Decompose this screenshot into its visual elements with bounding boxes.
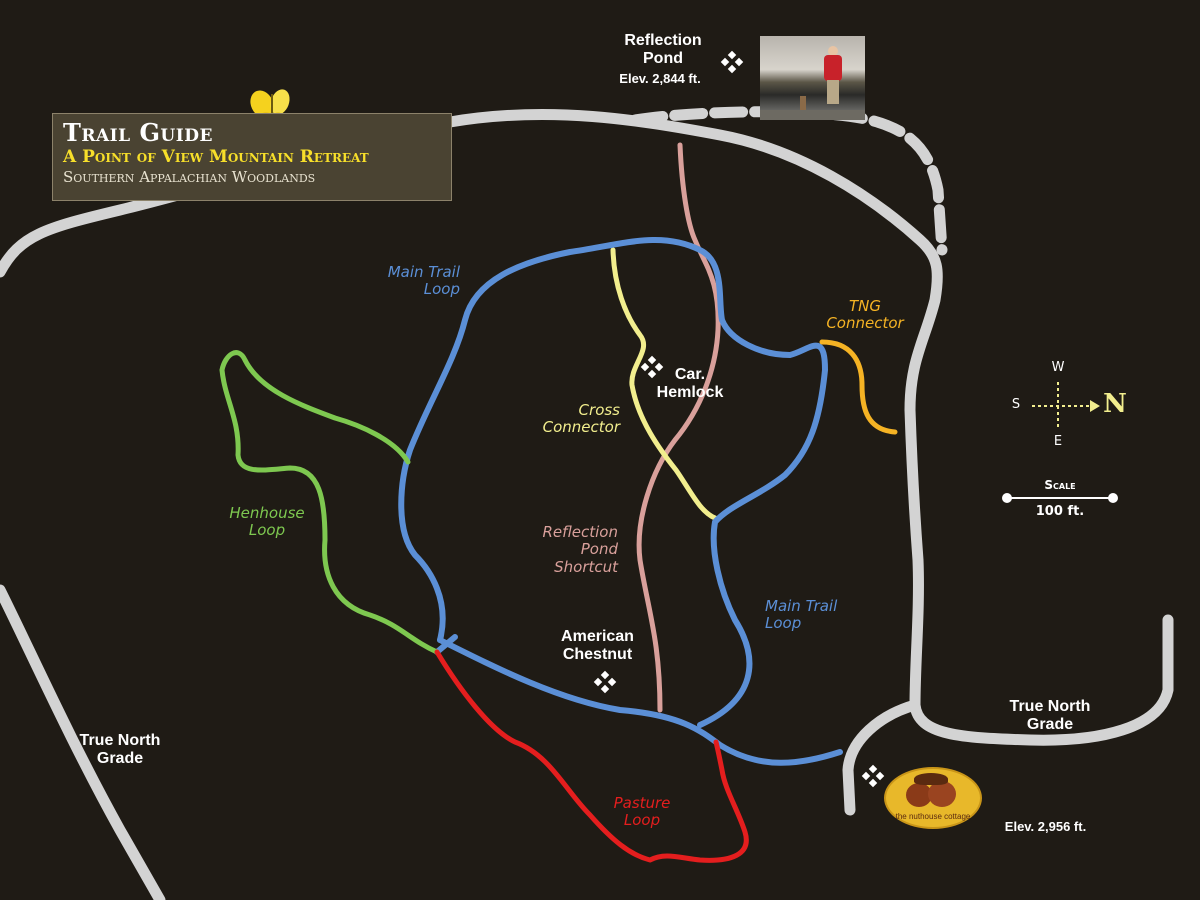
compass-w: W bbox=[1051, 360, 1065, 375]
true-north-grade-left-label: True North Grade bbox=[79, 732, 161, 768]
reflection-pond-label: Reflection Pond bbox=[624, 32, 702, 68]
title-subheading: A Point of View Mountain Retreat bbox=[63, 147, 369, 168]
nuthouse-cottage-logo: the nuthouse cottage bbox=[884, 767, 982, 829]
tng-connector-label: TNG Connector bbox=[826, 297, 904, 333]
marker-icons bbox=[593, 50, 885, 788]
cottage-elevation: Elev. 2,956 ft. bbox=[1004, 819, 1087, 834]
compass-rose-icon bbox=[1032, 382, 1100, 430]
scale-bar bbox=[1002, 493, 1118, 503]
henhouse-loop-label: Henhouse Loop bbox=[229, 504, 305, 540]
title-region: Southern Appalachian Woodlands bbox=[63, 168, 316, 187]
compass-s: S bbox=[1011, 397, 1021, 412]
scale-label: Scale bbox=[1044, 478, 1076, 492]
reflection-pond-shortcut-trail bbox=[636, 142, 721, 713]
car-hemlock-label: Car. Hemlock bbox=[656, 366, 724, 402]
main-trail-loop-south bbox=[437, 637, 843, 766]
cross-connector-label: Cross Connector bbox=[542, 401, 620, 437]
roads bbox=[0, 106, 1174, 900]
pasture-loop-label: Pasture Loop bbox=[613, 794, 671, 830]
main-trail-loop-path bbox=[398, 237, 828, 728]
cottage-marker-icon bbox=[861, 764, 885, 788]
cottage-logo-text: the nuthouse cottage bbox=[895, 812, 971, 821]
american-chestnut-label: American Chestnut bbox=[561, 628, 634, 664]
main-trail-loop bbox=[398, 237, 843, 766]
main-trail-loop-label-south: Main Trail Loop bbox=[765, 597, 838, 633]
compass-n: N bbox=[1103, 389, 1127, 419]
true-north-grade-right-label: True North Grade bbox=[1009, 698, 1091, 734]
title-heading: Trail Guide bbox=[63, 118, 213, 147]
cross-connector-trail bbox=[610, 247, 718, 521]
reflection-pond-marker-icon bbox=[720, 50, 744, 74]
reflection-pond-shortcut-label: Reflection Pond Shortcut bbox=[542, 523, 618, 576]
reflection-pond-elevation: Elev. 2,844 ft. bbox=[619, 71, 701, 86]
american-chestnut-marker-icon bbox=[593, 670, 617, 694]
pasture-loop-trail bbox=[434, 649, 749, 863]
title-box: Trail Guide A Point of View Mountain Ret… bbox=[52, 113, 452, 201]
reflection-pond-photo bbox=[760, 36, 865, 120]
cottage-driveway bbox=[842, 699, 921, 816]
scale-distance: 100 ft. bbox=[1035, 504, 1085, 519]
main-trail-loop-label-north: Main Trail Loop bbox=[387, 263, 460, 299]
tng-connector-trail bbox=[819, 339, 898, 435]
main-trail-spur bbox=[434, 634, 458, 655]
true-north-grade-road-left bbox=[0, 584, 166, 900]
compass-e: E bbox=[1053, 434, 1063, 449]
henhouse-loop-trail bbox=[219, 350, 440, 655]
